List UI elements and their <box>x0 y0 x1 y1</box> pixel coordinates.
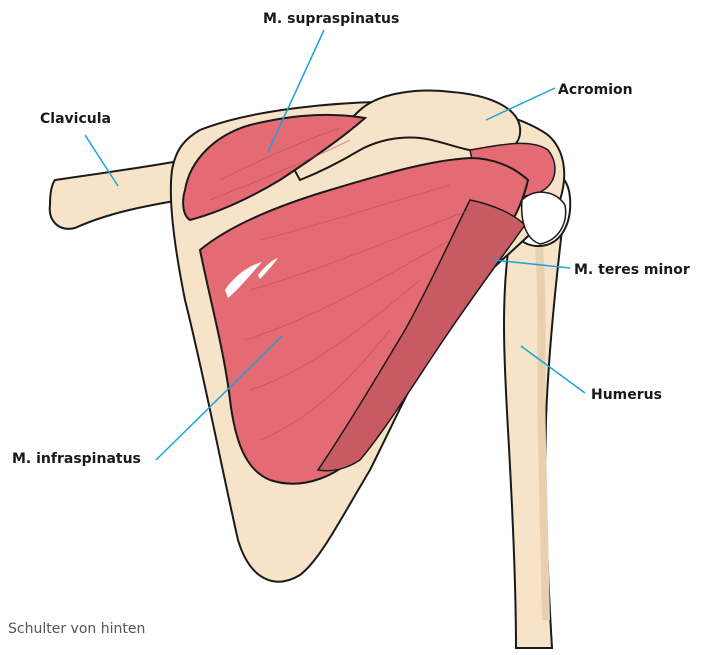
label-humerus: Humerus <box>591 387 662 403</box>
label-acromion: Acromion <box>558 82 633 98</box>
label-teres-minor: M. teres minor <box>574 262 690 278</box>
figure-caption: Schulter von hinten <box>8 621 145 637</box>
label-supraspinatus: M. supraspinatus <box>263 11 399 27</box>
label-infraspinatus: M. infraspinatus <box>12 451 141 467</box>
label-clavicula: Clavicula <box>40 111 111 127</box>
humerus-bone <box>504 217 562 648</box>
